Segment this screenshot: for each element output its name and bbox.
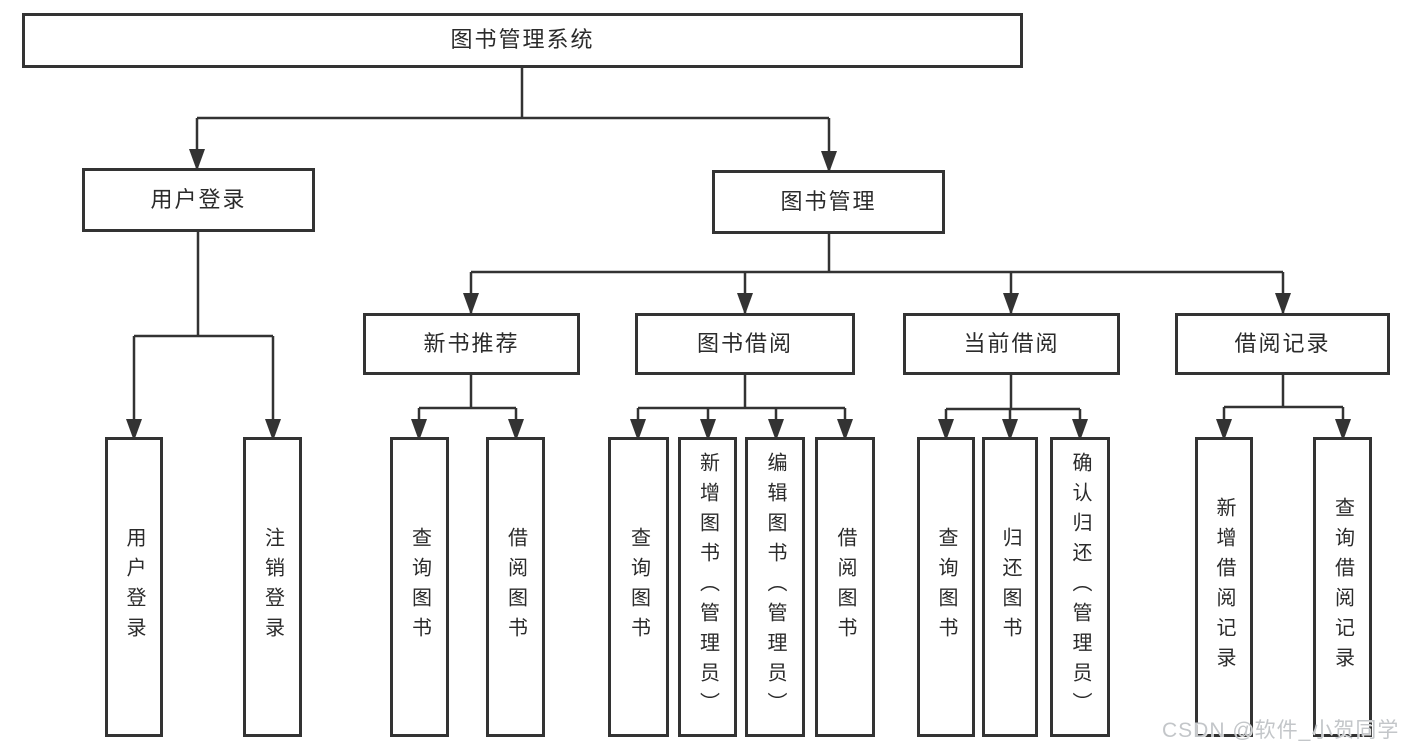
leaf-add-books-admin-label: 新增图书（管理员）: [696, 452, 719, 722]
leaf-edit-books-admin: 编辑图书（管理员）: [745, 437, 805, 737]
leaf-add-borrow-record: 新增借阅记录: [1195, 437, 1253, 737]
leaf-confirm-return-admin-label: 确认归还（管理员）: [1069, 452, 1091, 722]
leaf-add-borrow-record-label: 新增借阅记录: [1213, 497, 1235, 677]
leaf-borrow-books-recommend-label: 借阅图书: [504, 527, 527, 647]
node-root-label: 图书管理系统: [450, 27, 595, 53]
leaf-query-books-current-label: 查询图书: [935, 527, 957, 647]
leaf-user-login: 用户登录: [105, 437, 163, 737]
node-borrowing-records-label: 借阅记录: [1234, 330, 1331, 356]
node-current-borrowing: 当前借阅: [903, 313, 1120, 375]
node-book-management-label: 图书管理: [780, 188, 877, 214]
leaf-borrow-books-borrowing-label: 借阅图书: [834, 527, 856, 647]
leaf-query-books-borrowing-label: 查询图书: [627, 527, 650, 647]
leaf-query-books-recommend: 查询图书: [390, 437, 449, 737]
leaf-query-books-borrowing: 查询图书: [608, 437, 669, 737]
node-borrowing-records: 借阅记录: [1175, 313, 1390, 375]
node-new-book-recommendation-label: 新书推荐: [423, 330, 520, 356]
leaf-logout-login-label: 注销登录: [261, 527, 284, 647]
csdn-watermark: CSDN @软件_小贺同学: [1162, 719, 1400, 742]
leaf-query-books-current: 查询图书: [917, 437, 975, 737]
node-root-system: 图书管理系统: [22, 13, 1023, 68]
leaf-edit-books-admin-label: 编辑图书（管理员）: [764, 452, 786, 722]
node-new-book-recommendation: 新书推荐: [363, 313, 580, 375]
leaf-query-borrow-record-label: 查询借阅记录: [1331, 497, 1354, 677]
node-user-login-label: 用户登录: [150, 186, 247, 212]
node-current-borrowing-label: 当前借阅: [963, 330, 1060, 356]
leaf-confirm-return-admin: 确认归还（管理员）: [1050, 437, 1110, 737]
leaf-user-login-label: 用户登录: [123, 527, 145, 647]
leaf-logout-login: 注销登录: [243, 437, 302, 737]
leaf-query-borrow-record: 查询借阅记录: [1313, 437, 1372, 737]
leaf-borrow-books-recommend: 借阅图书: [486, 437, 545, 737]
node-user-login: 用户登录: [82, 168, 315, 232]
node-book-borrowing-label: 图书借阅: [696, 330, 793, 356]
leaf-query-books-recommend-label: 查询图书: [408, 527, 431, 647]
node-book-borrowing: 图书借阅: [635, 313, 855, 375]
leaf-return-books-label: 归还图书: [999, 527, 1021, 647]
leaf-add-books-admin: 新增图书（管理员）: [678, 437, 737, 737]
node-book-management: 图书管理: [712, 170, 945, 234]
leaf-return-books: 归还图书: [982, 437, 1038, 737]
leaf-borrow-books-borrowing: 借阅图书: [815, 437, 875, 737]
